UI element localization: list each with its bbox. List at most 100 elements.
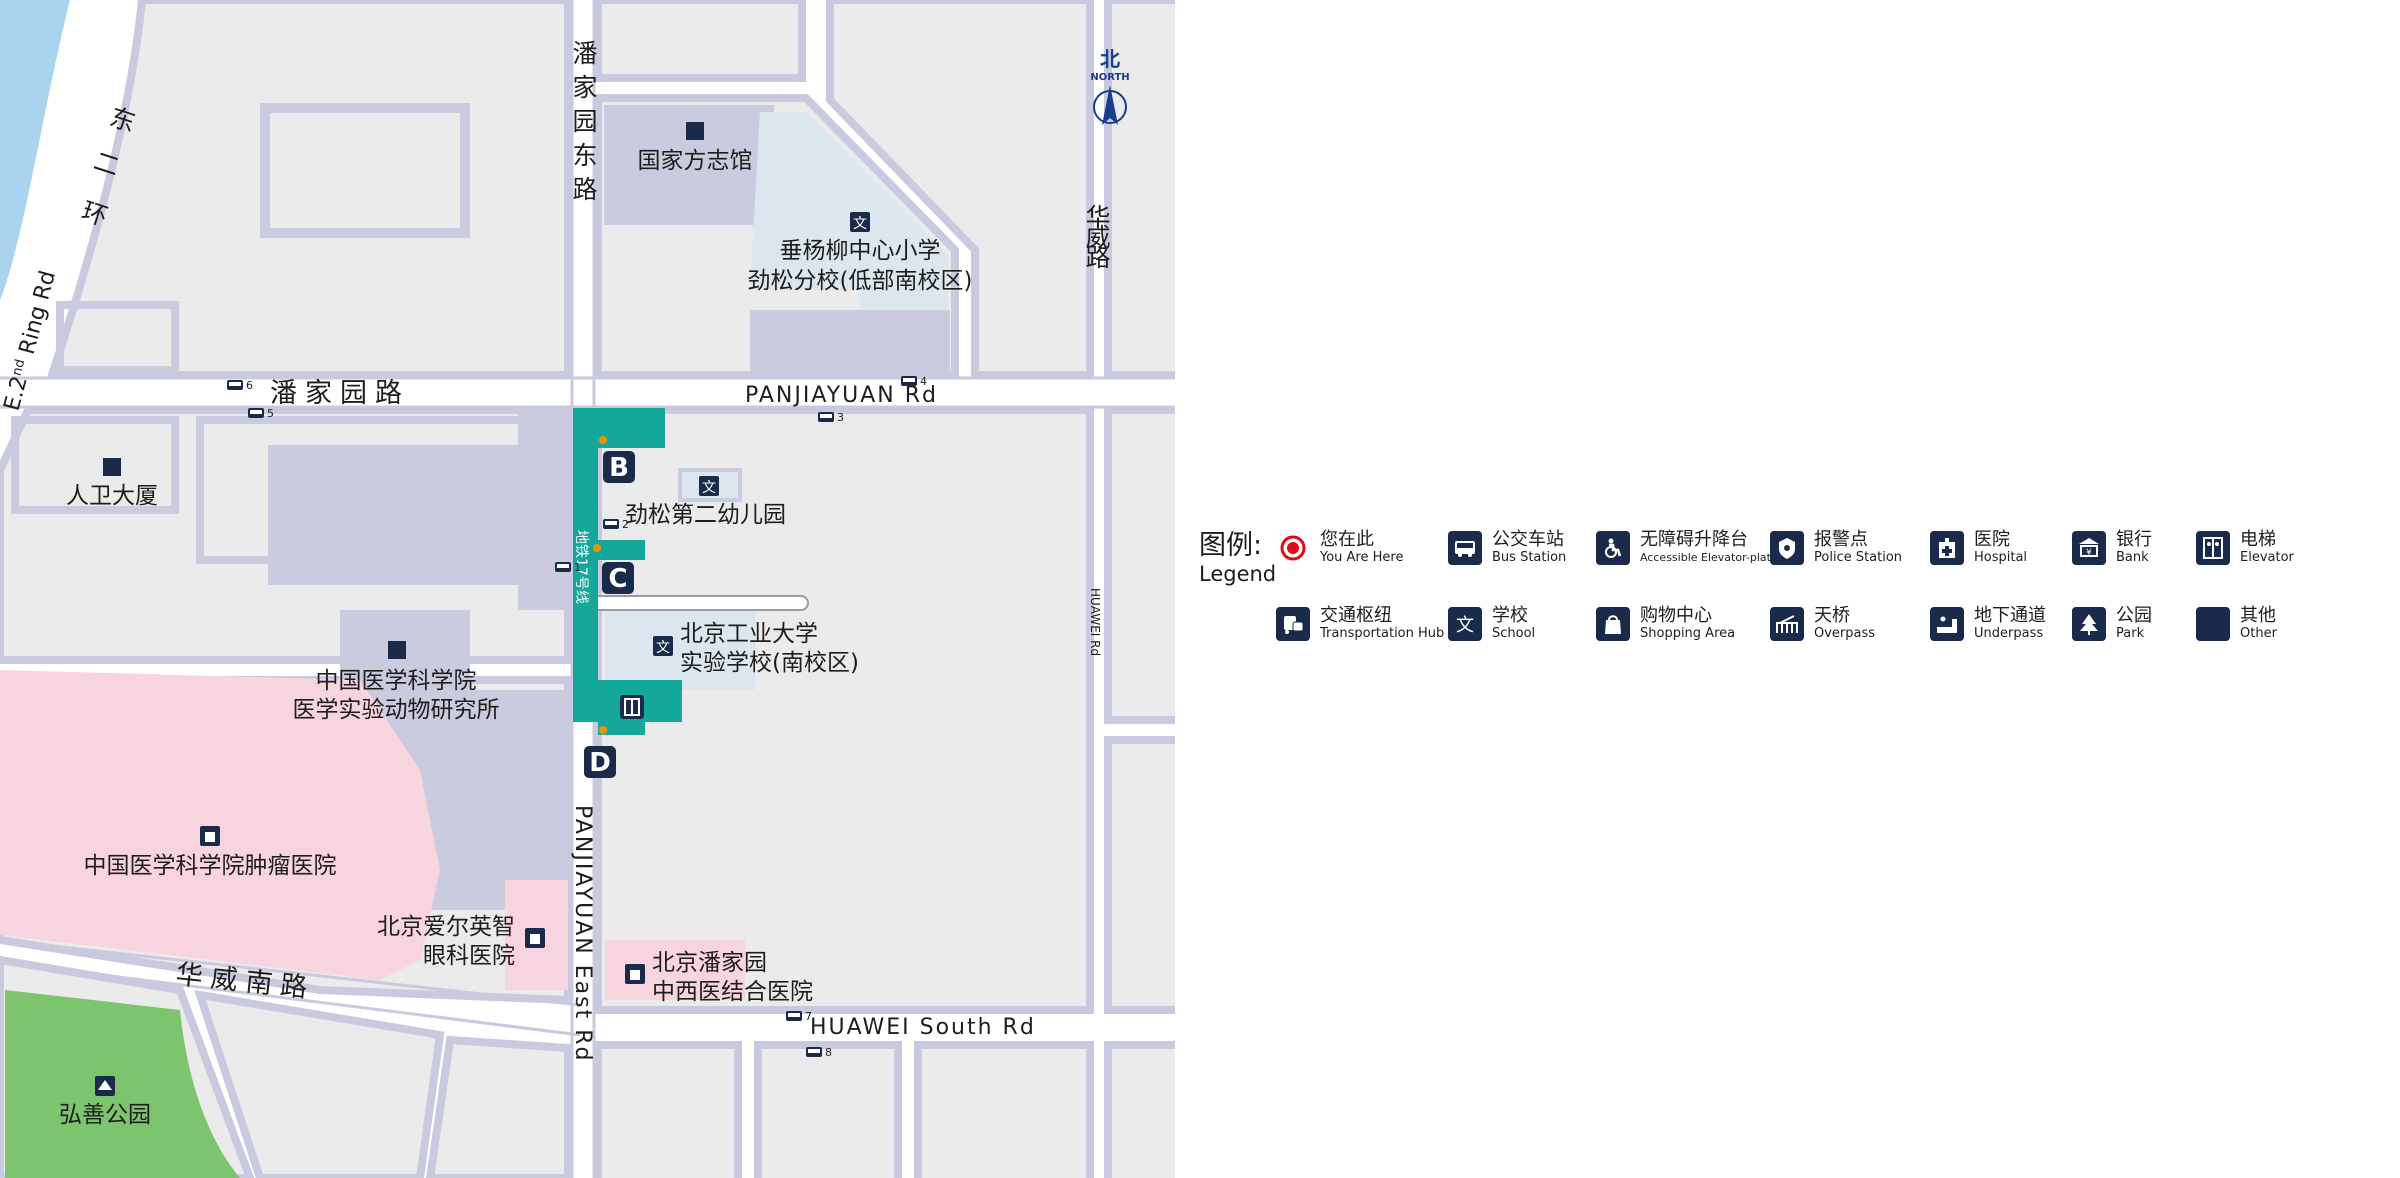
legend-item-en: Underpass xyxy=(1974,626,2044,641)
legend-item-en: Park xyxy=(2116,626,2145,641)
bus-stop-number: 2 xyxy=(622,518,629,531)
exit-b: B xyxy=(603,451,635,483)
legend-item-en: Police Station xyxy=(1814,550,1903,565)
legend-item-en: You Are Here xyxy=(1320,550,1404,565)
bus-stop-4: 4 xyxy=(901,375,927,388)
underpass-corridor xyxy=(589,595,809,611)
label-renwei: 人卫大厦 xyxy=(66,483,158,509)
legend-item-en: Bus Station xyxy=(1492,550,1567,565)
bus-stop-3: 3 xyxy=(818,411,844,424)
legend-item-cn: 公园 xyxy=(2116,605,2152,626)
north-cn: 北 xyxy=(1100,47,1120,71)
legend-item-cn: 无障碍升降台 xyxy=(1640,529,1748,550)
legend-item-cn: 学校 xyxy=(1492,605,1528,626)
other-marker-renwei xyxy=(103,458,121,476)
road-huawei-rd-en: HUAWEI Rd xyxy=(1088,588,1102,656)
school-icon: 文 xyxy=(853,216,867,232)
legend-item-cn: 购物中心 xyxy=(1640,605,1712,626)
hospital-icon xyxy=(200,826,220,846)
bus-stop-number: 6 xyxy=(246,379,253,392)
label-hongshan-park: 弘善公园 xyxy=(59,1102,151,1128)
legend-item-cn: 报警点 xyxy=(1814,529,1868,550)
elevator-icon xyxy=(620,695,644,719)
road-char: 路 xyxy=(1085,243,1110,272)
transport-hub-icon xyxy=(1276,607,1310,641)
legend-item-cn: 电梯 xyxy=(2240,529,2276,550)
place-labels: 国家方志馆 垂杨柳中心小学 劲松分校(低部南校区) 人卫大厦 劲松第二幼儿园 北… xyxy=(59,148,972,1128)
label-kindergarten: 劲松第二幼儿园 xyxy=(625,502,786,528)
metro-line-label: 地铁17号线 xyxy=(573,530,589,604)
label-cams-lab-2: 医学实验动物研究所 xyxy=(293,697,500,723)
hongshan-park-area xyxy=(5,990,240,1178)
exit-c: C xyxy=(602,562,634,594)
other-icon xyxy=(2196,607,2230,641)
label-cams-lab-1: 中国医学科学院 xyxy=(316,668,477,694)
legend-item-cn: 其他 xyxy=(2240,605,2276,626)
road-lines xyxy=(0,0,1175,1178)
you-are-here-icon xyxy=(1276,531,1310,565)
label-chuiyangliu-1: 垂杨柳中心小学 xyxy=(780,238,941,264)
label-guojia-fangzhi: 国家方志馆 xyxy=(638,148,753,174)
road-panjiayuan-rd-cn: 潘家园路 xyxy=(270,378,410,409)
legend-item-en: School xyxy=(1492,626,1536,641)
label-bjut-school-2: 实验学校(南校区) xyxy=(680,650,859,676)
label-pjy-hospital-2: 中西医结合医院 xyxy=(652,979,813,1005)
svg-text:文: 文 xyxy=(1456,615,1474,636)
hospital-icon xyxy=(625,964,645,984)
road-char: 威 xyxy=(1085,223,1110,252)
underpass-icon xyxy=(1930,607,1964,641)
legend-item-cn: 交通枢纽 xyxy=(1320,605,1392,626)
legend-item-en: Bank xyxy=(2116,550,2149,565)
label-aier-1: 北京爱尔英智 xyxy=(377,914,515,940)
svg-text:¥: ¥ xyxy=(2086,548,2092,558)
legend-title-en: Legend xyxy=(1199,562,1277,586)
police-icon xyxy=(1770,531,1804,565)
label-chuiyangliu-2: 劲松分校(低部南校区) xyxy=(748,268,973,294)
entrance-markers xyxy=(593,436,607,734)
legend-title: 图例: Legend xyxy=(1199,530,1276,586)
metro-station: 地铁17号线 xyxy=(573,408,682,735)
legend-item-en: Elevator xyxy=(2240,550,2294,565)
other-marker-cams-lab xyxy=(388,641,406,659)
hospital-markers xyxy=(200,826,645,984)
bus-stop-number: 1 xyxy=(574,561,581,574)
legend-item-en: Hospital xyxy=(1974,550,2028,565)
station-area-map: 地铁17号线 B C D 北 NORTH 潘家园路 PANJIAYUAN Rd … xyxy=(0,0,1175,1178)
road-char: 华 xyxy=(1085,203,1110,232)
bus-stop-1: 1 xyxy=(555,561,581,574)
place-markers xyxy=(103,122,704,659)
hospital-icon xyxy=(1930,531,1964,565)
bus-stop-8: 8 xyxy=(806,1046,832,1059)
bus-stop-number: 5 xyxy=(267,407,274,420)
road-char: 家 xyxy=(572,73,597,102)
exit-d: D xyxy=(584,746,616,778)
bus-icon xyxy=(1448,531,1482,565)
bus-stop-5: 5 xyxy=(248,407,274,420)
park-icon xyxy=(2072,607,2106,641)
road-panjiayuan-rd-en: PANJIAYUAN Rd xyxy=(745,383,938,408)
exit-b-label: B xyxy=(609,453,629,483)
bus-stop-6: 6 xyxy=(227,379,253,392)
label-aier-2: 眼科医院 xyxy=(423,943,515,969)
label-pjy-hospital-1: 北京潘家园 xyxy=(652,950,767,976)
legend-item-cn: 银行 xyxy=(2116,529,2152,550)
legend-item-cn: 医院 xyxy=(1974,529,2010,550)
road-char: 园 xyxy=(572,107,597,136)
legend-item-cn: 您在此 xyxy=(1320,529,1374,550)
accessible-platform-icon xyxy=(1596,531,1630,565)
school-icon: 文 xyxy=(1448,607,1482,641)
park-marker xyxy=(95,1076,115,1096)
legend-item-en: Overpass xyxy=(1814,626,1876,641)
overpass-icon xyxy=(1770,607,1804,641)
